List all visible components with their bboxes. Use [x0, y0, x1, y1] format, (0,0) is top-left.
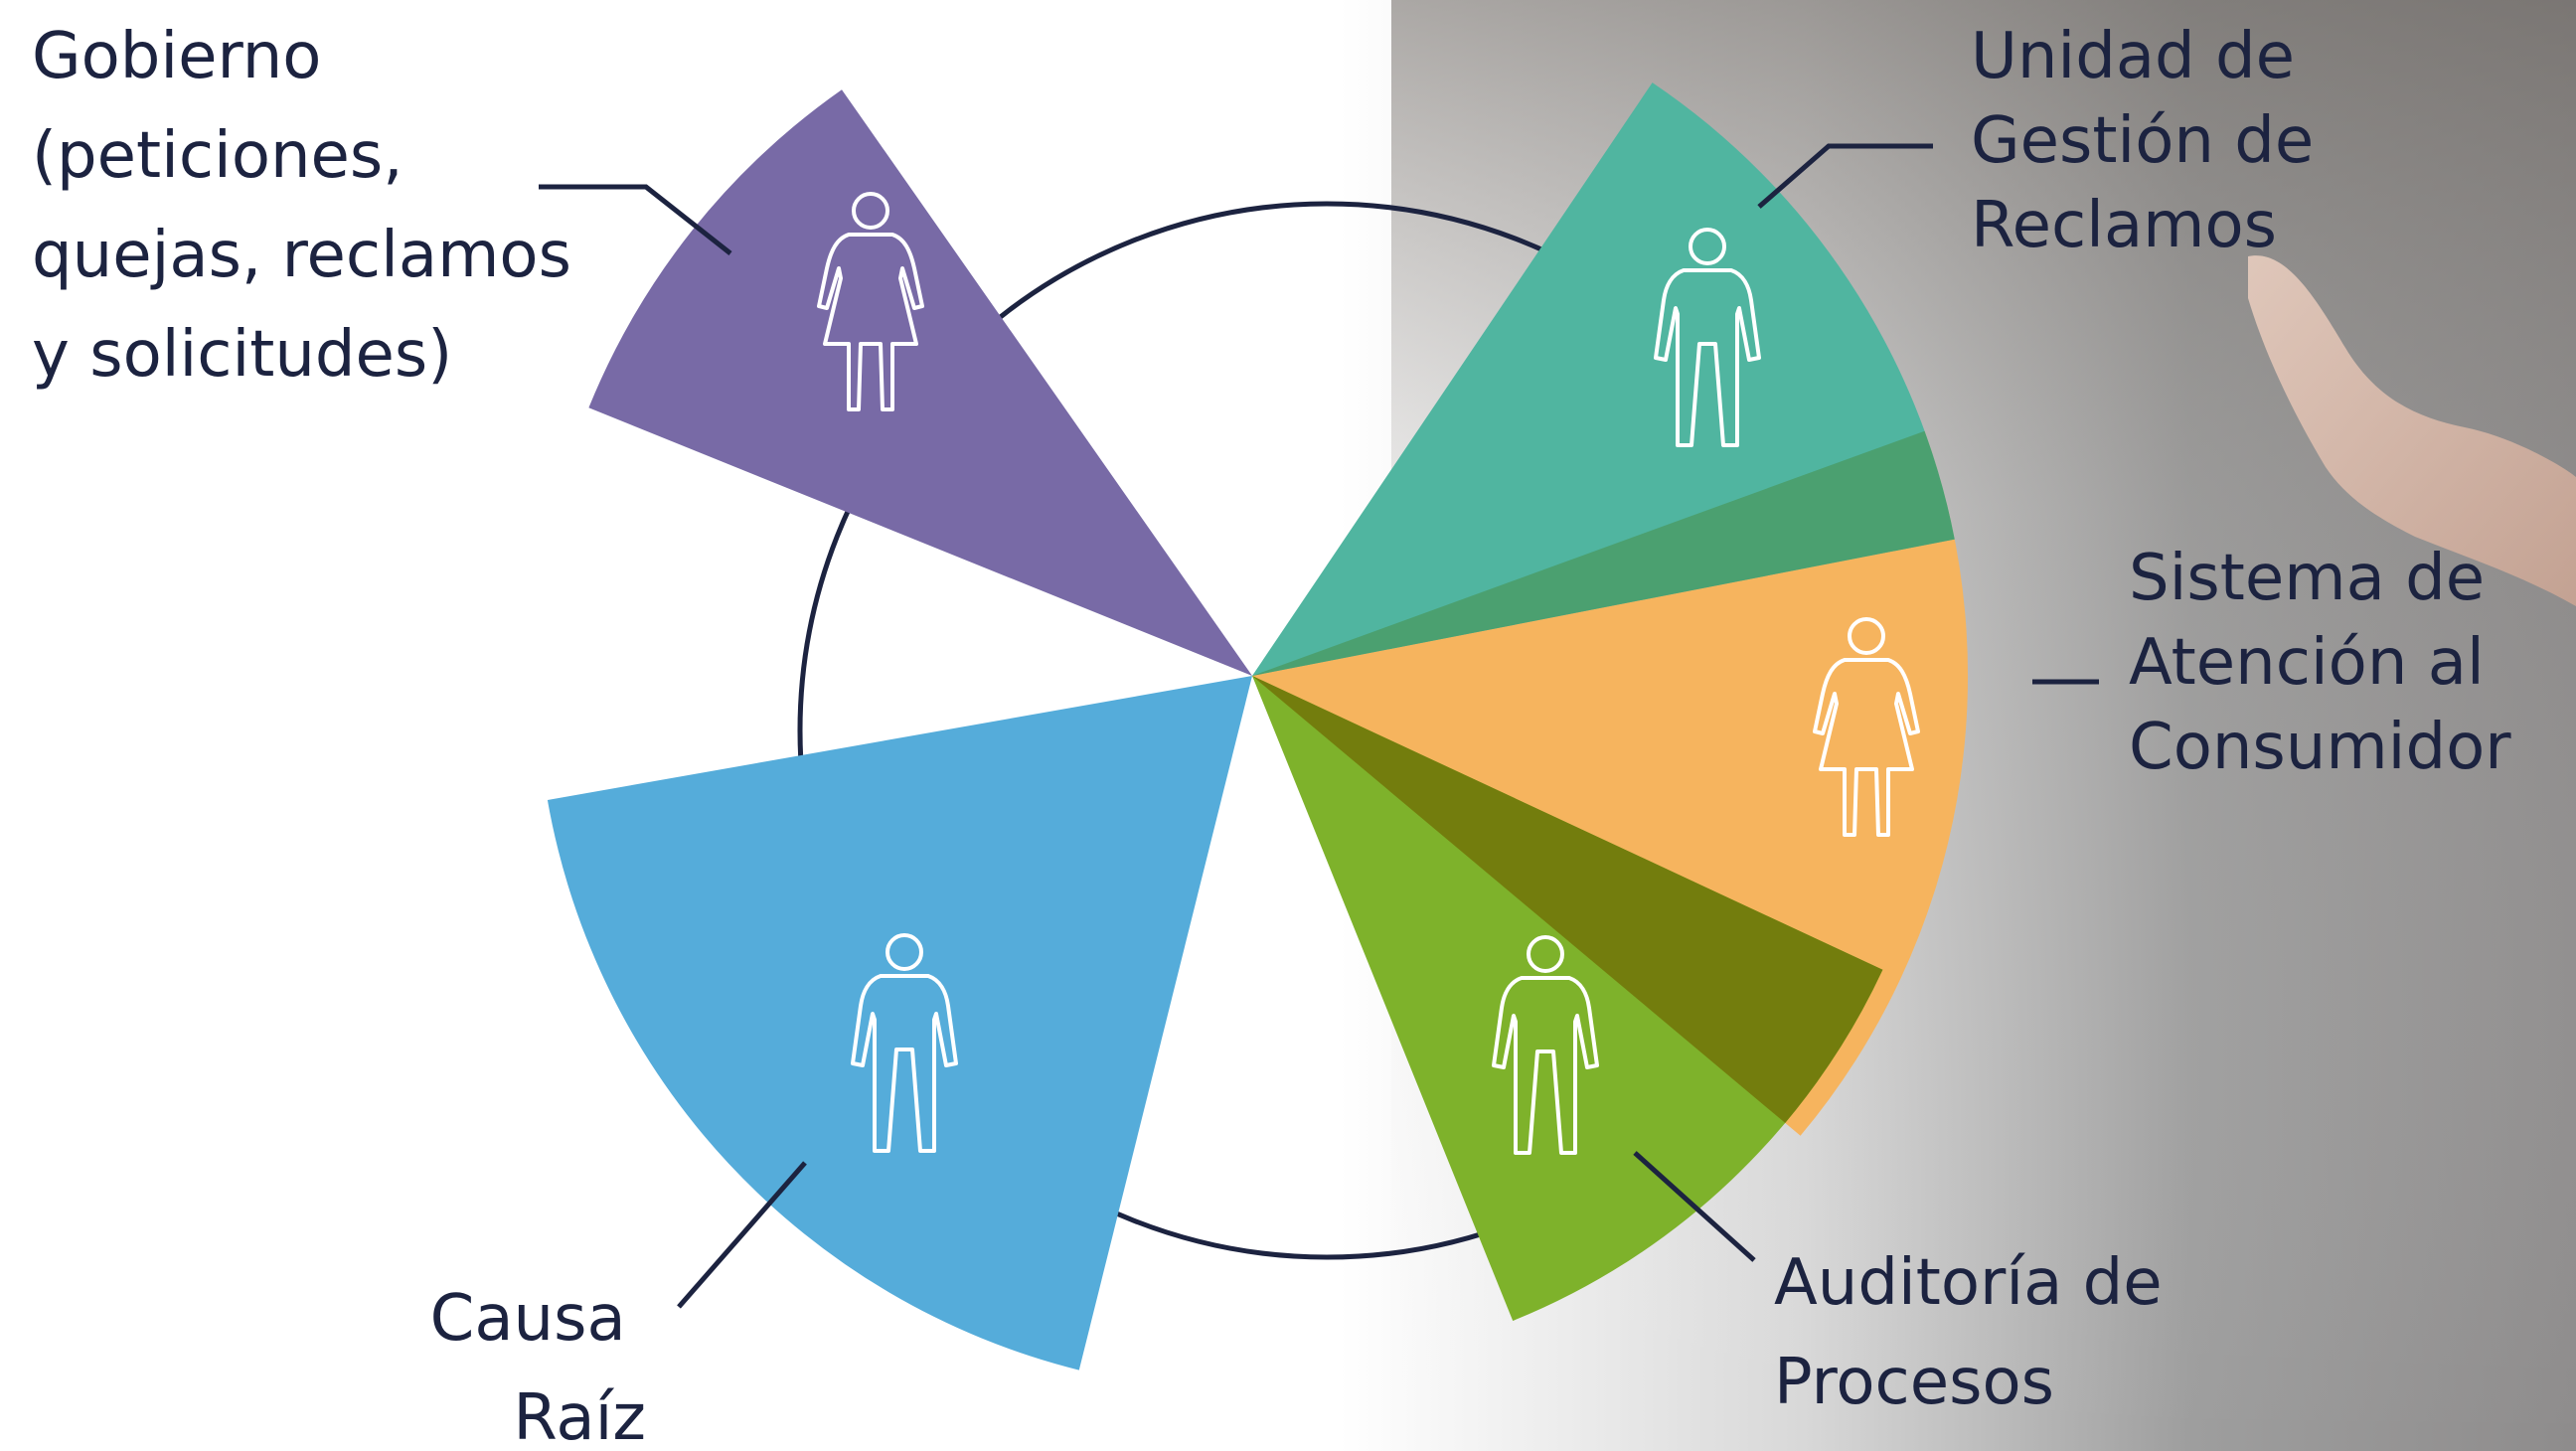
male-person-icon-auditoria-procesos [1492, 935, 1599, 1155]
leader-line-causa-raiz [677, 1161, 807, 1309]
label-gobierno: Gobierno (peticiones, quejas, reclamos y… [32, 20, 591, 392]
male-person-icon-causa-raiz [851, 933, 958, 1153]
segment-auditoria-procesos [1252, 676, 1883, 1321]
male-person-icon-unidad-gestion-reclamos [1654, 228, 1761, 447]
female-person-icon-gobierno [817, 192, 924, 411]
label-unidad-gestion-reclamos: Unidad de Gestión de Reclamos [1971, 20, 2334, 262]
leader-line-gobierno [539, 184, 732, 255]
female-person-icon-sistema-atencion-consumidor [1813, 617, 1920, 837]
hand-image [2248, 255, 2576, 606]
label-sistema-atencion-consumidor: Sistema de Atención al Consumidor [2129, 542, 2511, 784]
segment-causa-raiz [547, 676, 1252, 1370]
leader-line-unidad-gestion-reclamos [1757, 143, 1933, 209]
label-auditoria-procesos: Auditoría de Procesos [1774, 1246, 2182, 1419]
segment-gobierno [588, 89, 1252, 676]
label-causa-raiz: Causa Raíz [430, 1282, 646, 1451]
leader-line-auditoria-procesos [1633, 1151, 1756, 1262]
